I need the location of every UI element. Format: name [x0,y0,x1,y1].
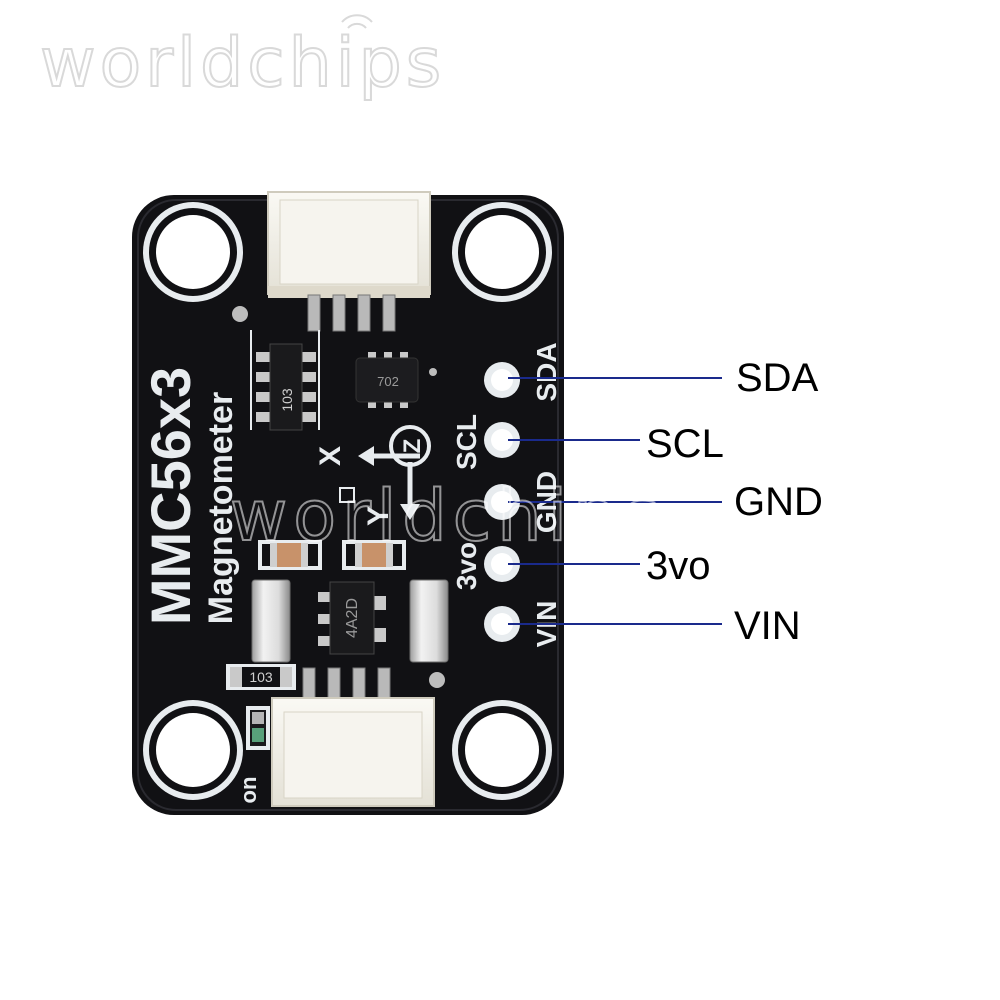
regulator-marking: 4A2D [344,598,361,638]
connector-bottom [271,667,435,807]
silk-scl: SCL [451,414,482,470]
resistor-bottom [226,664,296,690]
chip-702-marking: 702 [377,374,399,389]
callout-3vo: 3vo [646,544,711,588]
mounting-holes [143,202,552,800]
callout-sda: SDA [736,356,819,400]
watermark-logo: worldchips worldchips [39,14,666,558]
mounting-hole-bottom-left [143,700,243,800]
led-label: on [236,777,261,804]
axis-diagram [339,425,431,520]
callout-scl: SCL [646,422,724,466]
board-subtitle: Magnetometer [202,392,240,624]
axis-x-label: X [314,446,347,466]
leader-lines [508,377,722,625]
board-title: MMC56x3 [139,367,202,625]
callout-vin: VIN [734,604,801,648]
power-led [246,706,270,750]
regulator-4a2d [318,581,386,655]
resistor-array-marking: 103 [279,388,295,412]
mounting-hole-top-left [143,202,243,302]
silk-3vo: 3vo [451,542,482,590]
mounting-hole-bottom-right [452,700,552,800]
resistor-array [250,330,320,431]
silk-sda: SDA [531,342,562,401]
smd-capacitors-row [258,540,406,570]
svg-text:worldchips: worldchips [40,24,445,103]
capacitor-right [409,579,449,663]
vias [232,306,445,688]
mounting-hole-top-right [452,202,552,302]
resistor-bottom-marking: 103 [249,669,273,685]
pin-pads [484,362,520,642]
callout-gnd: GND [734,480,823,524]
connector-top [267,191,431,332]
axis-z-label: Z [399,439,426,454]
chip-702 [355,352,419,408]
axis-y-label: Y [362,506,395,526]
capacitor-left [251,579,291,663]
svg-text:worldchips: worldchips [230,475,666,557]
